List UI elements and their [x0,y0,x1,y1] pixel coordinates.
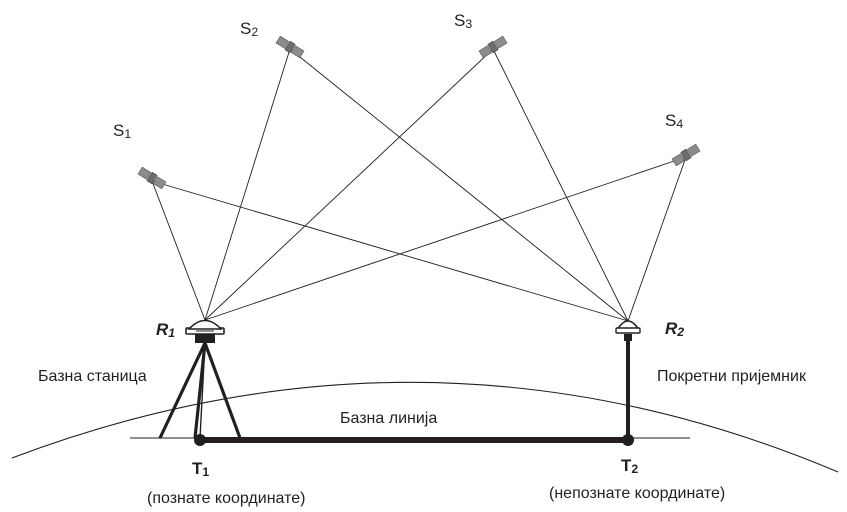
satellite-icon-s2 [275,35,305,59]
satellite-label-s3: S3 [454,11,473,31]
earth-surface-arc [11,381,839,473]
signal-s3-r1 [204,48,494,321]
point-marker-t2 [622,434,634,446]
receiver-antenna-r1 [185,319,225,335]
signal-s1-r1 [151,180,206,321]
signal-s2-r2 [289,48,629,322]
point-marker-t1 [194,434,206,446]
point-label-t1: T1 [192,459,210,479]
satellite-icon-s4 [671,143,701,167]
tripod-icon [158,342,242,439]
base-station-label: Базна станица [38,368,147,385]
tripod-head [195,333,215,343]
satellite-label-s4: S4 [665,111,684,131]
satellite-label-s2: S2 [240,19,259,39]
signal-s4-r1 [204,156,687,321]
signal-lines-r1 [151,48,687,321]
receiver-antenna-r2 [615,320,641,341]
unknown-coordinates-label: (непознате координате) [549,485,726,502]
signal-s2-r1 [204,48,291,321]
known-coordinates-label: (познате координате) [147,490,306,507]
satellite-label-s1: S1 [113,121,132,141]
signal-s4-r2 [627,156,687,322]
receiver-label-r2: R2 [665,319,685,339]
signal-lines-r2 [151,48,687,322]
rover-label: Покретни пријемник [657,368,806,385]
receiver-label-r1: R1 [156,320,176,340]
signal-s3-r2 [492,48,629,322]
baseline-label: Базна линија [340,410,438,427]
satellite-icon-s1 [137,166,167,190]
point-label-t2: T2 [621,456,639,476]
satellite-icon-s3 [478,35,508,59]
signal-s1-r2 [151,180,629,322]
